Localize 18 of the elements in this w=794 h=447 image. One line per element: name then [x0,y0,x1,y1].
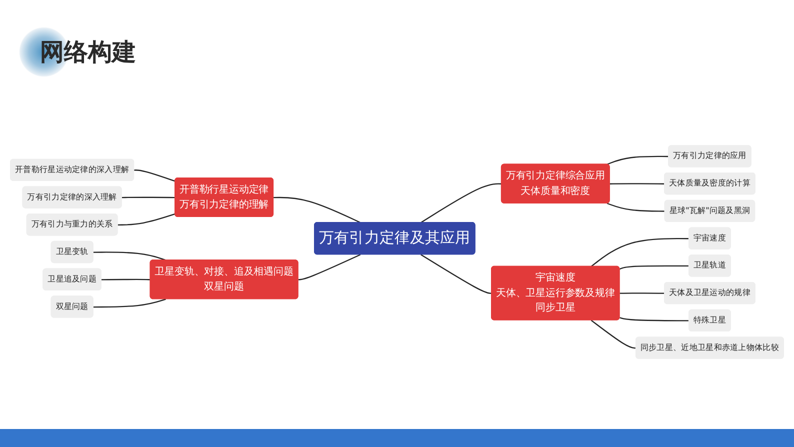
connector [122,196,176,198]
connector [620,265,690,270]
connector [420,183,502,224]
connector [606,202,665,212]
connector [134,170,176,182]
connector [420,254,492,294]
connector [620,317,690,322]
connector [590,238,690,267]
connector [93,252,166,261]
connector [610,183,665,184]
connector [606,156,669,165]
connector [298,254,361,280]
connector [620,292,665,294]
connector [118,213,176,226]
connector [274,196,361,224]
connector [590,320,636,349]
connector [93,298,166,308]
connector [101,278,150,280]
